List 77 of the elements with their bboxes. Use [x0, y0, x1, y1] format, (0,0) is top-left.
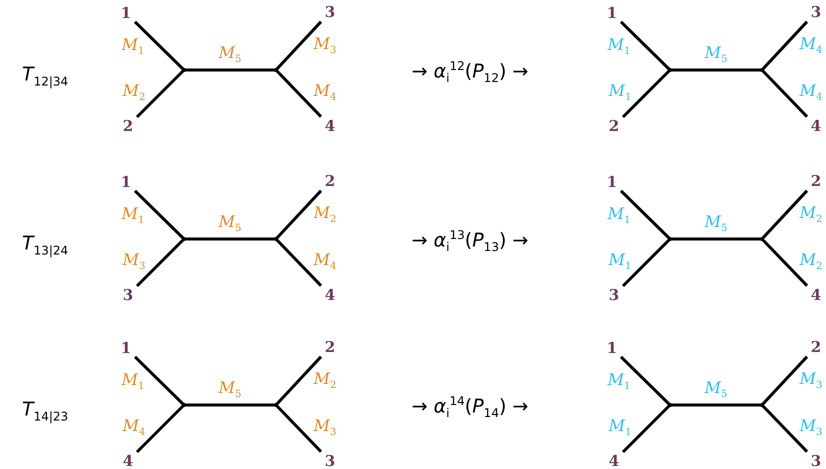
tree-branch: [760, 68, 808, 118]
tree-branch: [274, 238, 322, 287]
leaf-number: 2: [121, 117, 135, 135]
tree-branch: [184, 404, 276, 406]
tree-branch: [134, 190, 186, 240]
edge-label: M$_{3}$: [122, 252, 146, 272]
tree-branch: [760, 356, 808, 406]
leaf-number: 2: [323, 338, 337, 356]
mapping-formula: → α$_{i}$$^{12}$(P$_{12}$) →: [412, 58, 528, 86]
tree-branch: [620, 356, 672, 406]
tree-branch: [670, 238, 762, 240]
tree-branch: [622, 238, 672, 288]
tree-branch: [184, 68, 276, 72]
leaf-number: 1: [605, 339, 619, 357]
leaf-number: 3: [323, 452, 337, 469]
leaf-number: 2: [809, 172, 823, 190]
leaf-number: 3: [323, 3, 337, 21]
leaf-number: 2: [607, 117, 621, 135]
tree-branch: [136, 68, 186, 118]
edge-label: M$_{3}$: [314, 36, 336, 56]
leaf-number: 4: [809, 286, 823, 304]
leaf-number: 1: [119, 4, 133, 22]
leaf-number: 1: [605, 173, 619, 191]
edge-label: M$_{3}$: [800, 370, 822, 392]
tree-name: T$_{14|23}$: [22, 398, 68, 424]
tree-branch: [670, 404, 762, 406]
edge-label: M$_{5}$: [704, 380, 728, 400]
tree-branch: [274, 68, 322, 118]
edge-label: M$_{5}$: [218, 44, 242, 66]
leaf-number: 4: [607, 452, 621, 469]
edge-label: M$_{3}$: [314, 418, 336, 438]
edge-label: M$_{5}$: [704, 44, 728, 66]
leaf-number: 2: [323, 172, 337, 190]
leaf-number: 1: [119, 339, 133, 357]
tree-branch: [134, 356, 186, 406]
tree-name: T$_{12|34}$: [22, 64, 68, 88]
leaf-number: 1: [605, 4, 619, 22]
leaf-number: 4: [323, 286, 337, 304]
tree-branch: [274, 356, 322, 406]
tree-branch: [760, 190, 808, 240]
tree-branch: [136, 404, 186, 454]
leaf-number: 1: [119, 173, 133, 191]
leaf-number: 4: [809, 117, 823, 135]
leaf-number: 3: [809, 3, 823, 21]
edge-label: M$_{1}$: [608, 371, 630, 392]
edge-label: M$_{5}$: [704, 214, 728, 234]
tree-branch: [622, 404, 672, 454]
tree-branch: [760, 238, 808, 287]
edge-label: M$_{1}$: [122, 371, 144, 392]
tree-branch: [670, 68, 762, 72]
tree-branch: [274, 404, 322, 453]
tree-branch: [620, 20, 672, 72]
leaf-number: 3: [607, 286, 621, 304]
mapping-formula: → α$_{i}$$^{13}$(P$_{13}$) →: [412, 228, 528, 254]
edge-label: M$_{3}$: [800, 418, 822, 438]
edge-label: M$_{5}$: [218, 214, 242, 234]
tree-branch: [760, 404, 808, 453]
leaf-number: 3: [121, 286, 135, 304]
edge-label: M$_{1}$: [122, 205, 144, 226]
tree-branch: [760, 20, 808, 72]
tree-branch: [134, 20, 186, 72]
tree-branch: [274, 20, 322, 72]
edge-label: M$_{1}$: [608, 205, 630, 226]
leaf-number: 3: [809, 452, 823, 469]
tree-branch: [622, 68, 672, 118]
leaf-number: 4: [121, 452, 135, 469]
leaf-number: 2: [809, 338, 823, 356]
leaf-number: 4: [323, 117, 337, 135]
edge-label: M$_{5}$: [218, 380, 242, 400]
tree-name: T$_{13|24}$: [22, 232, 68, 258]
edge-label: M$_{1}$: [122, 36, 144, 57]
tree-branch: [184, 238, 276, 240]
edge-label: M$_{1}$: [608, 36, 630, 57]
tree-branch: [620, 190, 672, 240]
tree-branch: [136, 238, 186, 288]
tree-branch: [274, 190, 322, 240]
mapping-formula: → α$_{i}$$^{14}$(P$_{14}$) →: [412, 394, 528, 420]
